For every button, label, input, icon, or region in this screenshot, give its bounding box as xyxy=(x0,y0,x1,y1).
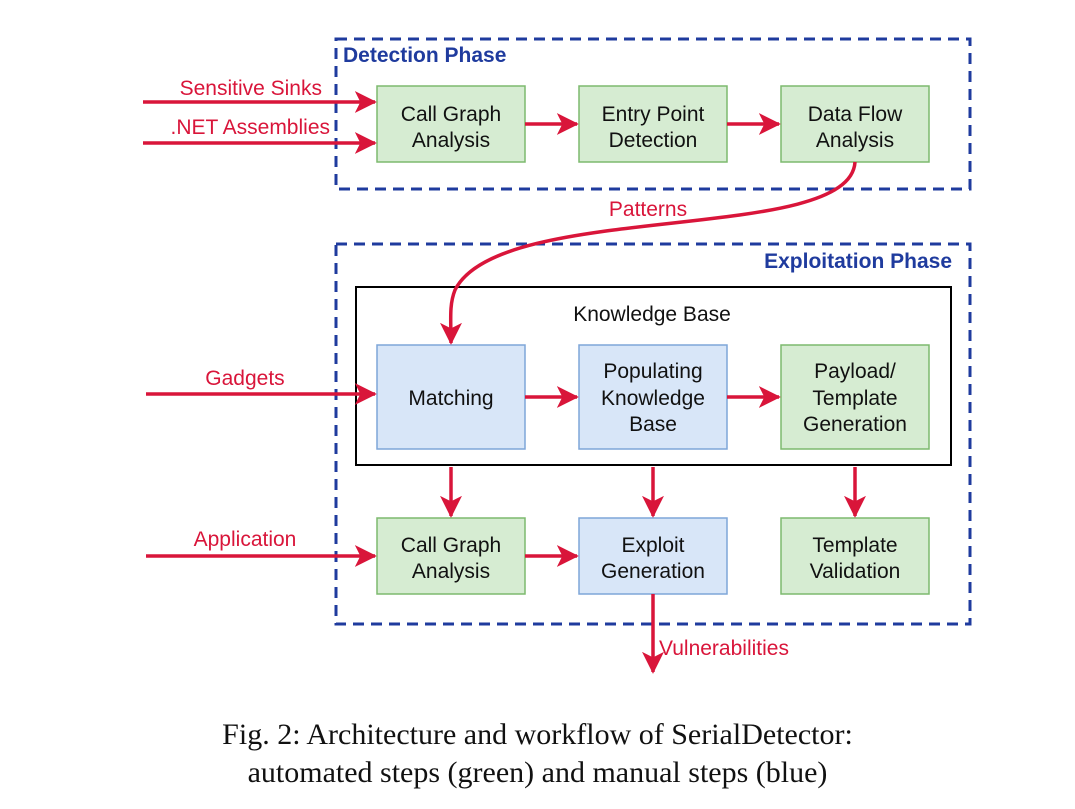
exploitation-phase-container xyxy=(334,242,972,626)
box-line: Call Graph xyxy=(401,534,501,557)
template-validation-box: Template Validation xyxy=(780,517,930,595)
arrow-patterns xyxy=(439,161,857,345)
figure-caption: Fig. 2: Architecture and workflow of Ser… xyxy=(0,716,1075,792)
box-line: Matching xyxy=(408,387,493,410)
box-line: Generation xyxy=(601,560,705,583)
detection-phase-title: Detection Phase xyxy=(343,44,506,67)
box-line: Generation xyxy=(803,413,907,436)
box-line: Data Flow xyxy=(808,103,903,126)
box-line: Knowledge xyxy=(601,387,705,410)
matching-box: Matching xyxy=(376,344,526,450)
box-line: Entry Point xyxy=(602,103,705,126)
box-line: Detection xyxy=(609,129,698,152)
exploitation-phase-title: Exploitation Phase xyxy=(764,250,952,273)
data-flow-analysis-box: Data Flow Analysis xyxy=(780,85,930,163)
box-line: Validation xyxy=(810,560,901,583)
architecture-diagram: Detection Phase Exploitation Phase Knowl… xyxy=(143,37,972,674)
patterns-label: Patterns xyxy=(609,198,687,221)
caption-line-1: Fig. 2: Architecture and workflow of Ser… xyxy=(222,718,853,751)
payload-template-generation-box: Payload/ Template Generation xyxy=(780,344,930,450)
application-label: Application xyxy=(194,528,297,551)
exploit-generation-box: Exploit Generation xyxy=(578,517,728,595)
box-line: Payload/ xyxy=(814,360,896,383)
box-line: Template xyxy=(812,387,897,410)
box-line: Exploit xyxy=(621,534,684,557)
gadgets-label: Gadgets xyxy=(205,367,284,390)
box-line: Populating xyxy=(603,360,702,383)
net-assemblies-label: .NET Assemblies xyxy=(171,116,331,139)
box-line: Analysis xyxy=(412,129,490,152)
caption-line-2: automated steps (green) and manual steps… xyxy=(247,756,828,789)
box-line: Analysis xyxy=(412,560,490,583)
detection-phase-container xyxy=(334,37,972,191)
box-line: Template xyxy=(812,534,897,557)
box-line: Call Graph xyxy=(401,103,501,126)
call-graph-analysis-box-1: Call Graph Analysis xyxy=(376,85,526,163)
populating-knowledge-base-box: Populating Knowledge Base xyxy=(578,344,728,450)
box-line: Base xyxy=(629,413,677,436)
vulnerabilities-label: Vulnerabilities xyxy=(659,637,789,660)
call-graph-analysis-box-2: Call Graph Analysis xyxy=(376,517,526,595)
entry-point-detection-box: Entry Point Detection xyxy=(578,85,728,163)
knowledge-base-title: Knowledge Base xyxy=(573,303,731,326)
sensitive-sinks-label: Sensitive Sinks xyxy=(180,77,322,100)
box-line: Analysis xyxy=(816,129,894,152)
